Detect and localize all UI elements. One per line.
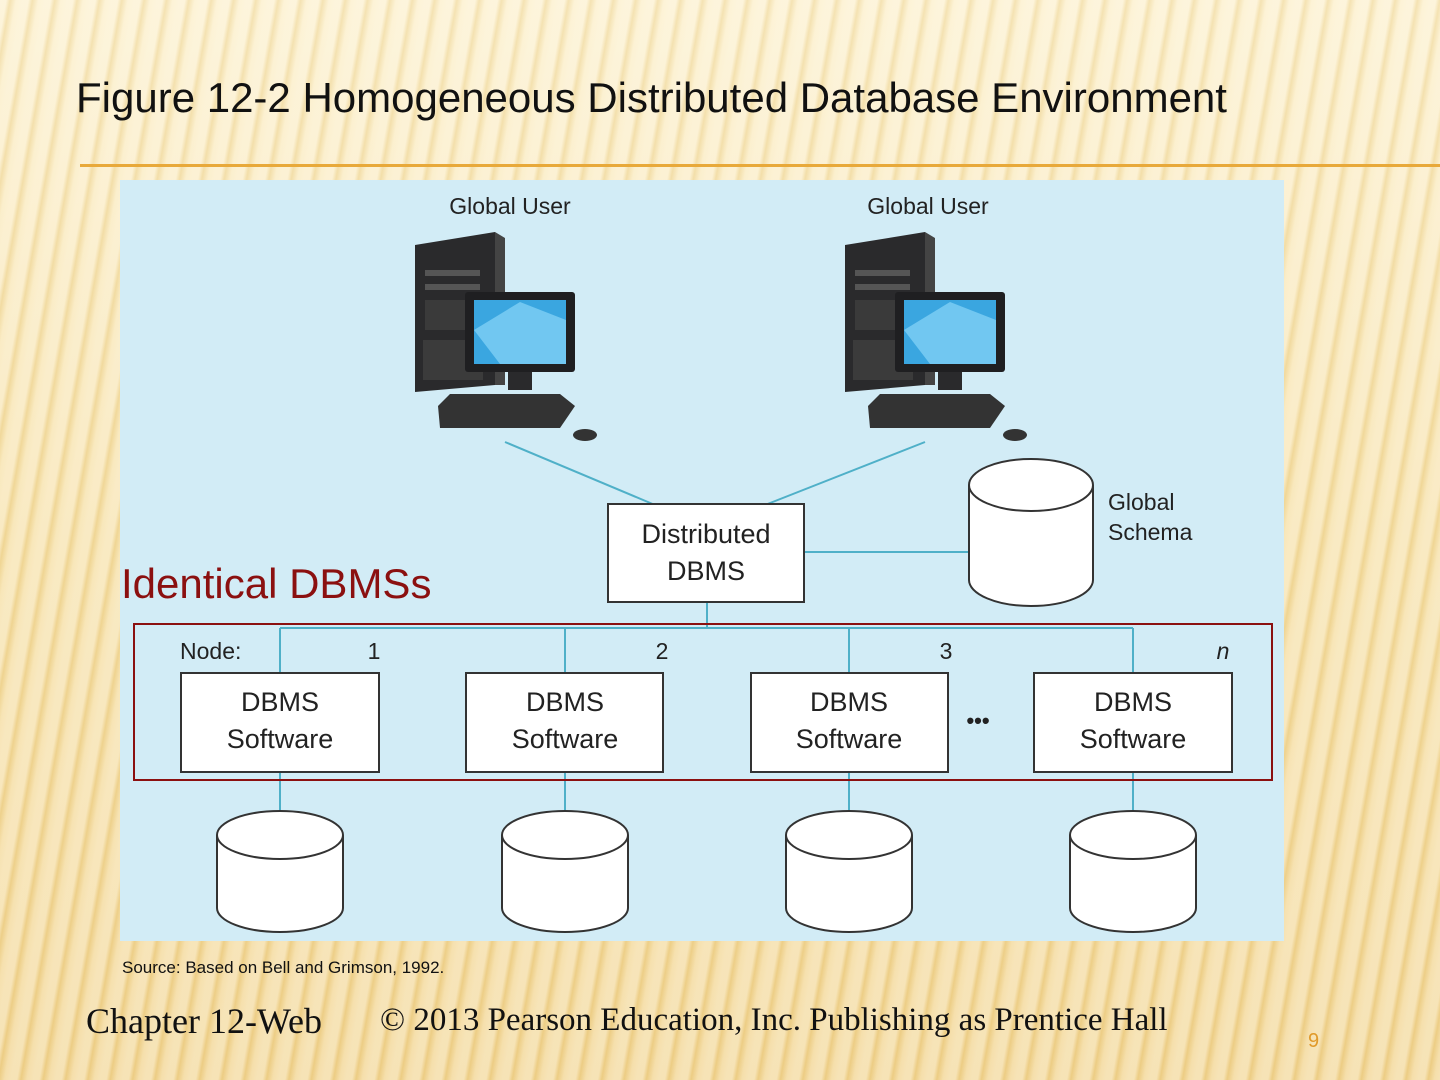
local-database-2-icon [501, 810, 629, 933]
nodes-ellipsis: ••• [966, 708, 989, 733]
global-user-left-label: Global User [449, 193, 571, 219]
dbms-software-2-line1: DBMS [526, 687, 604, 717]
global-schema-database-icon [968, 458, 1094, 607]
distributed-dbms-line1: Distributed [641, 519, 770, 549]
global-schema-line1: Global [1108, 489, 1174, 515]
dbms-software-1-line2: Software [227, 724, 334, 754]
diagram-svg: Global User Global User [133, 193, 1273, 933]
dbms-software-box-n [1033, 672, 1233, 773]
footer-copyright: © 2013 Pearson Education, Inc. Publishin… [380, 1002, 1168, 1038]
page-number: 9 [1308, 1030, 1320, 1052]
connector-lines [279, 441, 1134, 812]
dbms-software-box-3 [750, 672, 949, 773]
computer-right-icon [845, 232, 1027, 441]
distributed-dbms-box [607, 503, 805, 603]
node-number-n: n [1217, 638, 1230, 664]
computer-left-icon [415, 232, 597, 441]
dbms-software-box-2 [465, 672, 664, 773]
source-note: Source: Based on Bell and Grimson, 1992. [122, 958, 444, 978]
title-divider [80, 164, 1440, 167]
dbms-software-n-line2: Software [1080, 724, 1187, 754]
dbms-software-2-line2: Software [512, 724, 619, 754]
source-text: : Based on Bell and Grimson, 1992. [175, 958, 445, 977]
node-number-2: 2 [656, 638, 669, 664]
footer-chapter: Chapter 12-Web [86, 1001, 323, 1041]
node-number-3: 3 [940, 638, 953, 664]
source-prefix: Source [122, 958, 176, 977]
dbms-software-node-3: DBMS Software [750, 672, 949, 773]
local-database-3-icon [785, 810, 913, 933]
dbms-software-node-2: DBMS Software [465, 672, 664, 773]
diagram-panel: Global User Global User [120, 180, 1284, 941]
dbms-software-3-line2: Software [796, 724, 903, 754]
dbms-software-3-line1: DBMS [810, 687, 888, 717]
node-number-1: 1 [368, 638, 381, 664]
local-database-n-icon [1069, 810, 1197, 933]
slide-title: Figure 12-2 Homogeneous Distributed Data… [76, 74, 1227, 121]
global-user-right-label: Global User [867, 193, 989, 219]
local-database-1-icon [216, 810, 344, 933]
dbms-software-box-1 [180, 672, 380, 773]
dbms-software-node-n: DBMS Software [1033, 672, 1233, 773]
global-schema-line2: Schema [1108, 519, 1193, 545]
node-label: Node: [180, 638, 241, 664]
dbms-software-1-line1: DBMS [241, 687, 319, 717]
distributed-dbms-line2: DBMS [667, 556, 745, 586]
identical-dbms-highlight-box [133, 623, 1273, 781]
identical-dbms-label: Identical DBMSs [121, 560, 432, 607]
connector-user-left [504, 441, 656, 506]
dbms-software-node-1: DBMS Software [180, 672, 380, 773]
dbms-software-n-line1: DBMS [1094, 687, 1172, 717]
connector-user-right [764, 441, 926, 506]
